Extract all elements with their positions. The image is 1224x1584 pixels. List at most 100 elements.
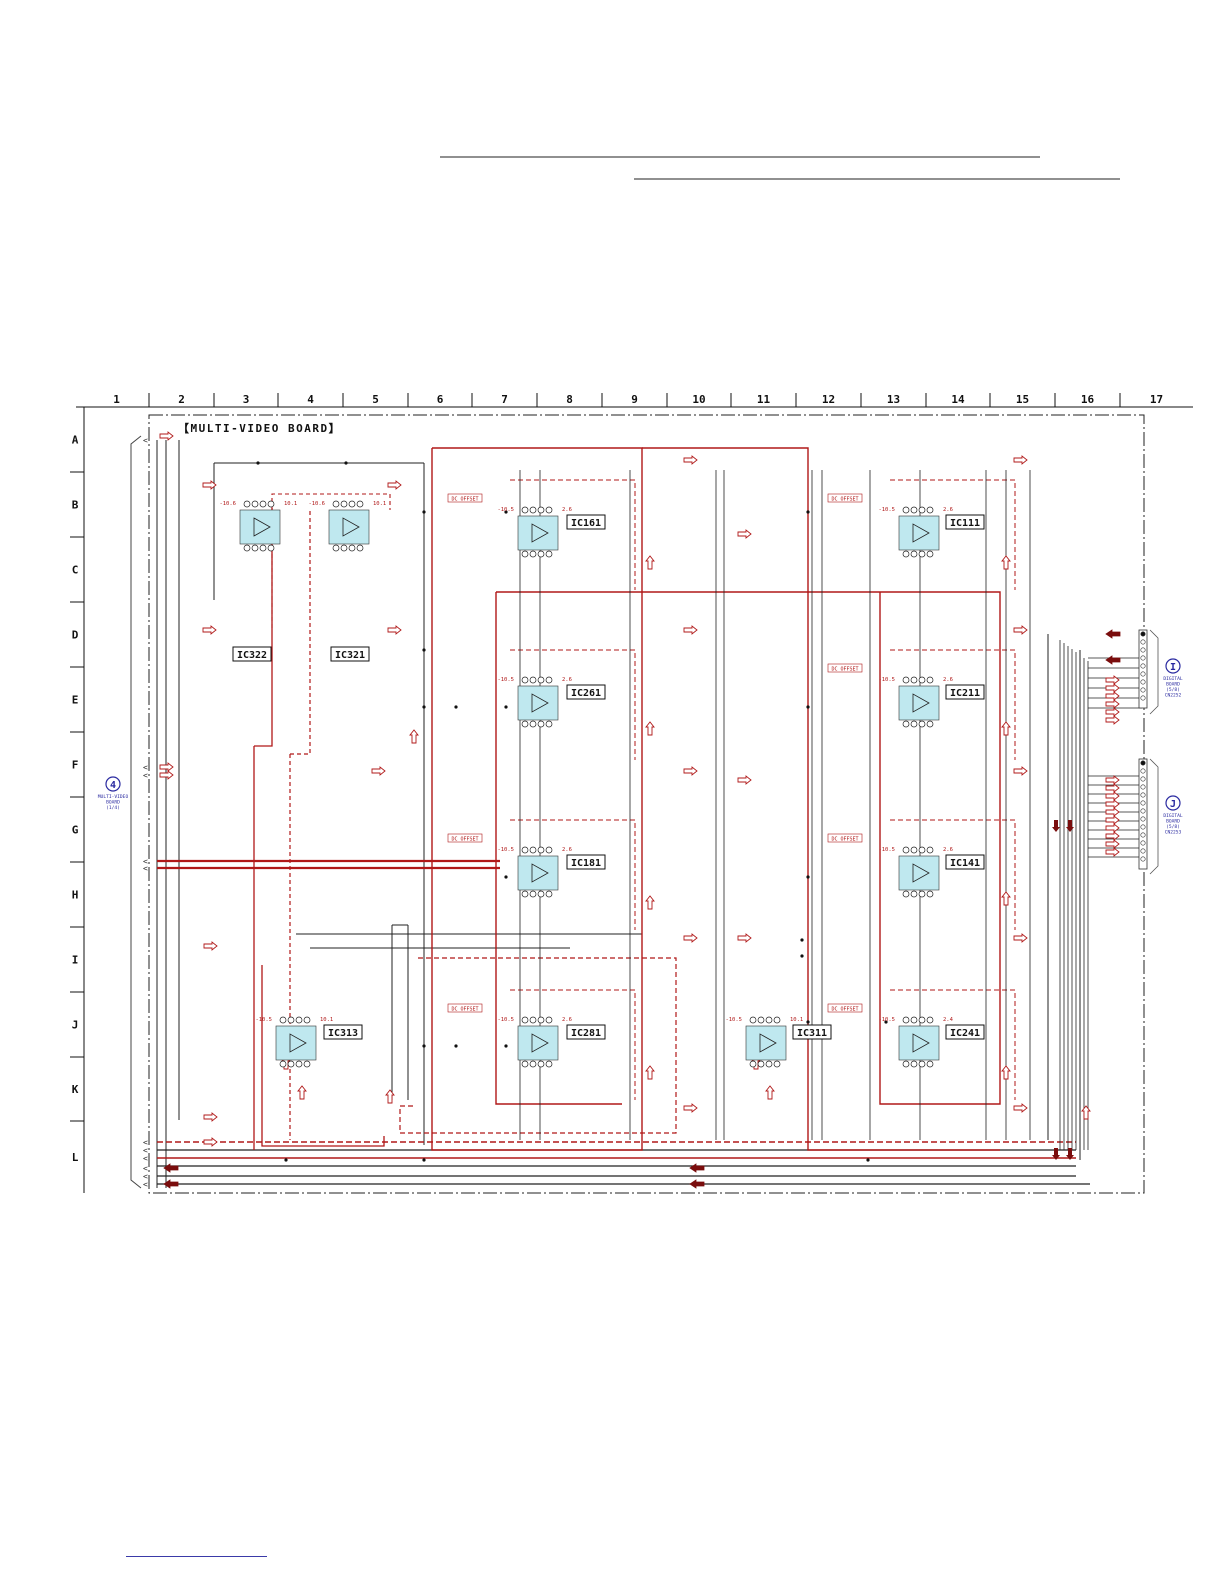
ic-pin [521, 890, 529, 898]
ic-pin [340, 544, 348, 552]
output-arrow [1066, 820, 1074, 832]
ic-pin [537, 1016, 545, 1024]
junction-dot [344, 461, 348, 465]
grid-column-label: 13 [887, 393, 900, 406]
ic-pin [251, 544, 259, 552]
red-dashed-path [399, 957, 677, 1134]
ic-label-box [792, 1024, 832, 1040]
ic-label: IC321 [335, 650, 365, 661]
ic-pin [918, 506, 926, 514]
red-dashed-path [890, 819, 1016, 930]
signal-arrow [645, 721, 655, 736]
ic-pin [267, 500, 275, 508]
ic-left-voltage: -10.5 [878, 507, 895, 513]
ic-pin [279, 1016, 287, 1024]
ic-body [517, 855, 559, 891]
ic-pin [537, 506, 545, 514]
grid-column-label: 3 [243, 393, 250, 406]
grid-column-label: 15 [1016, 393, 1029, 406]
ic-label: IC111 [950, 518, 980, 529]
connector-chevron: < [143, 1154, 148, 1163]
ic-pin [287, 1016, 295, 1024]
connector-left-text: MULTI-VIDEO [98, 794, 129, 800]
output-arrow [1052, 820, 1060, 832]
grid-column-label: 11 [757, 393, 771, 406]
ic-pin [926, 890, 934, 898]
red-signal-loop [495, 592, 622, 1105]
ic-pin [545, 1016, 553, 1024]
ic-right-voltage: 2.6 [943, 677, 953, 683]
junction-dot [422, 648, 426, 652]
signal-arrow [159, 770, 174, 780]
grid-row-label: C [72, 564, 79, 577]
junction-dot [504, 510, 508, 514]
grid-column-label: 7 [501, 393, 508, 406]
red-signal-loop [496, 591, 1001, 1105]
ic-label-box [566, 854, 606, 870]
signal-arrow [1001, 721, 1011, 736]
ic-right-voltage: 10.1 [373, 501, 386, 507]
ic-pin [521, 720, 529, 728]
grid-row-label: A [72, 434, 79, 447]
ic-body [898, 855, 940, 891]
signal-arrow [1105, 831, 1120, 841]
dc-offset-box [827, 663, 863, 673]
junction-dot [422, 510, 426, 514]
connector-pin [1140, 768, 1146, 774]
signal-arrow [683, 625, 698, 635]
ic-pin [545, 506, 553, 514]
dc-offset-label: DC OFFSET [831, 497, 858, 503]
red-dashed-path [890, 649, 1016, 760]
ic-body [898, 1025, 940, 1061]
ic-pin [902, 720, 910, 728]
ic-pin [521, 1016, 529, 1024]
ic-label: IC261 [571, 688, 601, 699]
connector-pin [1140, 695, 1146, 701]
output-arrow [163, 1163, 179, 1173]
connector-right-i-letter: I [1170, 662, 1176, 673]
connector-pin [1140, 824, 1146, 830]
ic-pin [902, 846, 910, 854]
signal-arrow [159, 762, 174, 772]
ic-label: IC241 [950, 1028, 980, 1039]
ic-pin [295, 1016, 303, 1024]
signal-arrow [645, 1065, 655, 1080]
connector-pin [1140, 784, 1146, 790]
ic-pin [545, 550, 553, 558]
connector-chevron: < [143, 436, 148, 445]
ic-label-box [566, 514, 606, 530]
ic-pin [765, 1016, 773, 1024]
grid-column-label: 14 [951, 393, 965, 406]
junction-dot [806, 1020, 810, 1024]
connector-left-badge [105, 776, 121, 792]
signal-arrow [683, 455, 698, 465]
ic-pin [537, 550, 545, 558]
connector-right-i-badge [1165, 658, 1181, 674]
ic-pin [926, 676, 934, 684]
signal-arrow [1013, 933, 1028, 943]
signal-arrow [1105, 839, 1120, 849]
signal-arrow [409, 729, 419, 744]
grid-column-label: 5 [372, 393, 379, 406]
ic-pin [295, 1060, 303, 1068]
ic-pin [910, 506, 918, 514]
grid-row-label: G [72, 824, 79, 837]
connector-pin [1140, 687, 1146, 693]
dc-offset-label: DC OFFSET [451, 497, 478, 503]
opamp-symbol-icon [912, 863, 930, 883]
grid-row-label: D [72, 629, 79, 642]
opamp-symbol-icon [531, 1033, 549, 1053]
connector-chevron: < [143, 1172, 148, 1181]
grid-row-label: H [72, 889, 79, 902]
opamp-symbol-icon [759, 1033, 777, 1053]
connector-right-j-text: DIGITAL [1163, 813, 1183, 819]
ic-pin [537, 1060, 545, 1068]
